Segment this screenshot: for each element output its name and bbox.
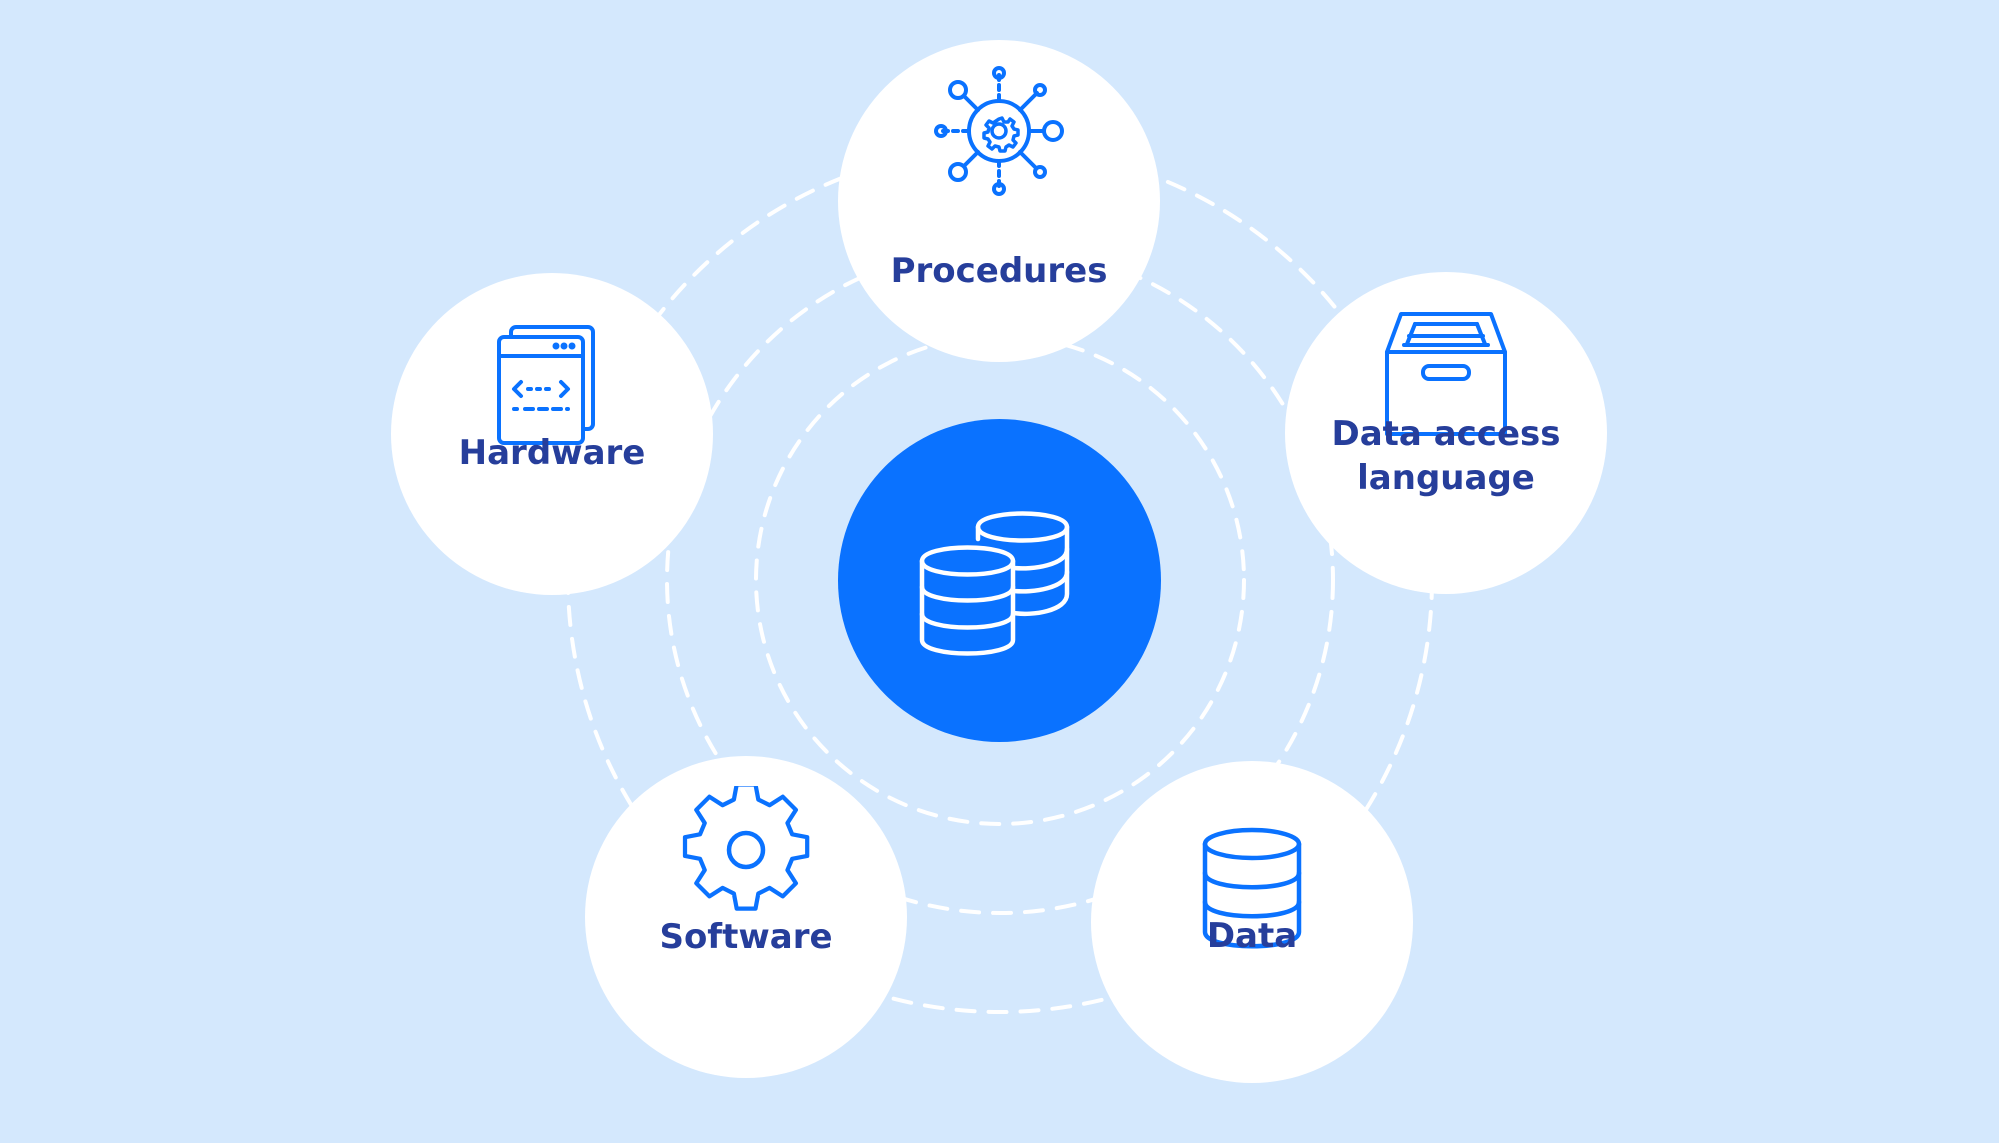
- node-label: Hardware: [458, 433, 646, 473]
- database-icon: [1202, 827, 1302, 949]
- node-label: Data: [1206, 916, 1298, 956]
- gear-icon: [682, 786, 810, 911]
- network-gear-icon: [934, 66, 1064, 196]
- database-stack-icon: [919, 511, 1070, 656]
- archive-box-icon: [1385, 312, 1507, 436]
- center-node: [838, 419, 1161, 742]
- node-hardware: Hardware: [391, 273, 713, 595]
- node-label: Software: [659, 917, 833, 957]
- code-window-icon: [497, 325, 595, 445]
- inner-dashed-ring: [754, 334, 1246, 826]
- node-label: Procedures: [890, 251, 1108, 291]
- node-procedures: Procedures: [838, 40, 1160, 362]
- node-software: Software: [585, 756, 907, 1078]
- node-data-access-language: Data access language: [1285, 272, 1607, 594]
- node-data: Data: [1091, 761, 1413, 1083]
- node-label: Data access language: [1331, 414, 1561, 498]
